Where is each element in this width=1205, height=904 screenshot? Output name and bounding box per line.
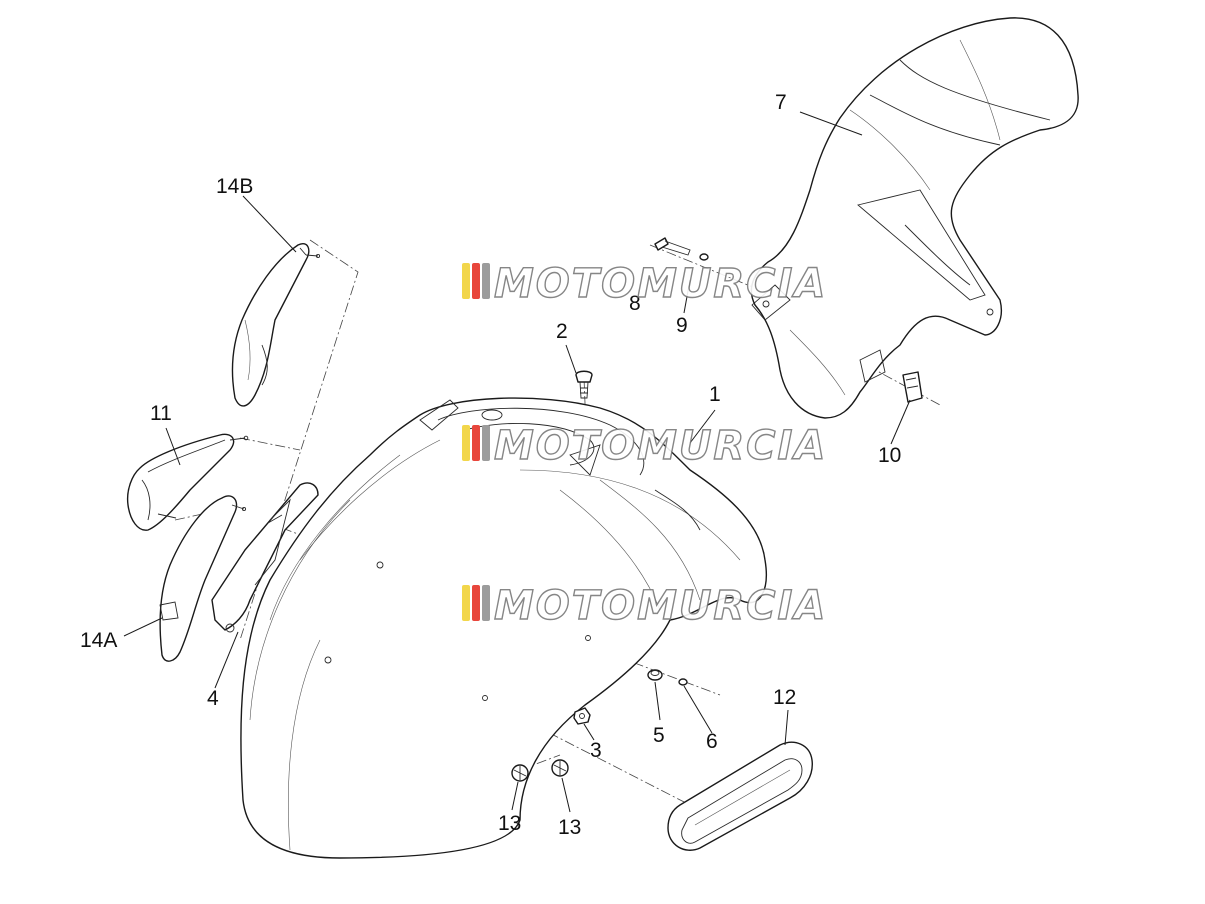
callout-labels: 14B 11 14A 4 2 1 7 8 9 10 3 5 6 12 13 13	[80, 91, 901, 839]
callout-3: 3	[590, 739, 602, 762]
clip-part-13-left	[511, 764, 529, 782]
bolt-part-8	[654, 237, 691, 256]
front-mudguard-part-1	[240, 397, 767, 859]
watermark-stripe	[462, 585, 470, 621]
callout-8: 8	[629, 292, 641, 315]
watermark-middle: MOTOMURCIA	[462, 422, 827, 470]
callout-13-left: 13	[498, 812, 521, 835]
turn-signal-part-11	[126, 433, 249, 531]
callout-4: 4	[207, 687, 219, 710]
watermark-bottom: MOTOMURCIA	[462, 582, 827, 630]
screw-part-6	[678, 678, 688, 686]
callout-13-right: 13	[558, 816, 581, 839]
watermark-stripe	[482, 585, 490, 621]
watermark-stripe	[472, 425, 480, 461]
callout-14a: 14A	[80, 629, 117, 652]
callout-10: 10	[878, 444, 901, 467]
callout-6: 6	[706, 730, 718, 753]
watermark-stripe	[462, 425, 470, 461]
lens-part-14a	[159, 495, 247, 662]
callout-2: 2	[556, 320, 568, 343]
callout-9: 9	[676, 314, 688, 337]
callout-11: 11	[150, 402, 172, 425]
bracket-part-4	[211, 482, 319, 633]
rear-mudguard-part-7	[750, 17, 1079, 419]
callout-5: 5	[653, 724, 665, 747]
watermark-text-middle: MOTOMURCIA	[494, 423, 827, 469]
callout-7: 7	[775, 91, 787, 114]
lens-part-14b	[231, 243, 321, 407]
watermark-stripe	[462, 263, 470, 299]
callout-14b: 14B	[216, 175, 253, 198]
watermark-stripe	[472, 585, 480, 621]
washer-part-9	[699, 253, 709, 261]
screw-part-2	[575, 370, 593, 399]
nut-part-3	[573, 707, 591, 725]
watermark-text-bottom: MOTOMURCIA	[494, 583, 827, 629]
watermark-stripe	[482, 263, 490, 299]
watermark-stripe	[472, 263, 480, 299]
watermark-stripe	[482, 425, 490, 461]
watermark-text-top: MOTOMURCIA	[494, 261, 827, 307]
watermark-top: MOTOMURCIA	[462, 260, 827, 308]
clip-part-10	[902, 371, 923, 403]
light-housing-part-12	[667, 741, 813, 851]
callout-1: 1	[709, 383, 721, 406]
callout-12: 12	[773, 686, 796, 709]
clip-part-13-right	[551, 759, 569, 777]
leader-lines	[123, 111, 911, 813]
grommet-part-5	[647, 669, 663, 681]
